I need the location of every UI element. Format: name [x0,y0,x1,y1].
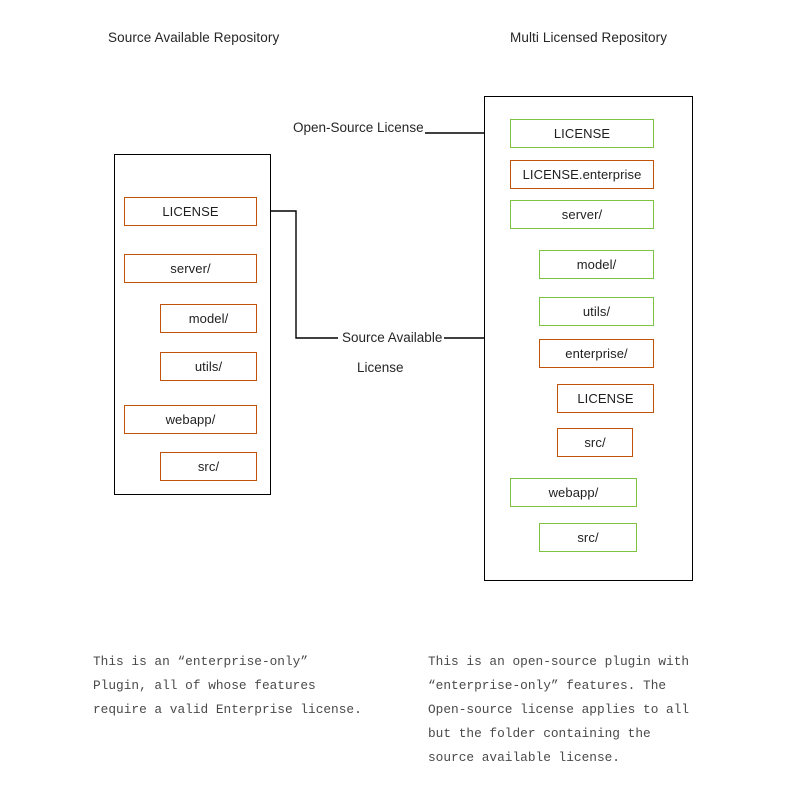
right-node-enterprise-license[interactable]: LICENSE [557,384,654,413]
right-node-webapp[interactable]: webapp/ [510,478,637,507]
left-node-src[interactable]: src/ [160,452,257,481]
right-node-license[interactable]: LICENSE [510,119,654,148]
left-node-server[interactable]: server/ [124,254,257,283]
left-node-utils[interactable]: utils/ [160,352,257,381]
right-node-enterprise[interactable]: enterprise/ [539,339,654,368]
edge-label-source-available-line1: Source Available [342,330,443,345]
left-repo-caption: This is an “enterprise-only” Plugin, all… [93,654,362,717]
right-repo-caption: This is an open-source plugin with “ente… [428,654,690,765]
connector-source-available-to-left [261,207,338,339]
left-node-license[interactable]: LICENSE [124,197,257,226]
right-node-enterprise-src[interactable]: src/ [557,428,633,457]
left-node-webapp[interactable]: webapp/ [124,405,257,434]
edge-label-source-available-line2: License [357,360,404,375]
right-node-model[interactable]: model/ [539,250,654,279]
right-node-webapp-src[interactable]: src/ [539,523,637,552]
right-node-server[interactable]: server/ [510,200,654,229]
edge-label-open-source-license: Open-Source License [293,120,424,135]
left-node-model[interactable]: model/ [160,304,257,333]
right-node-utils[interactable]: utils/ [539,297,654,326]
right-repo-title: Multi Licensed Repository [510,30,668,45]
left-repo-title: Source Available Repository [108,30,280,45]
right-node-license-enterprise[interactable]: LICENSE.enterprise [510,160,654,189]
